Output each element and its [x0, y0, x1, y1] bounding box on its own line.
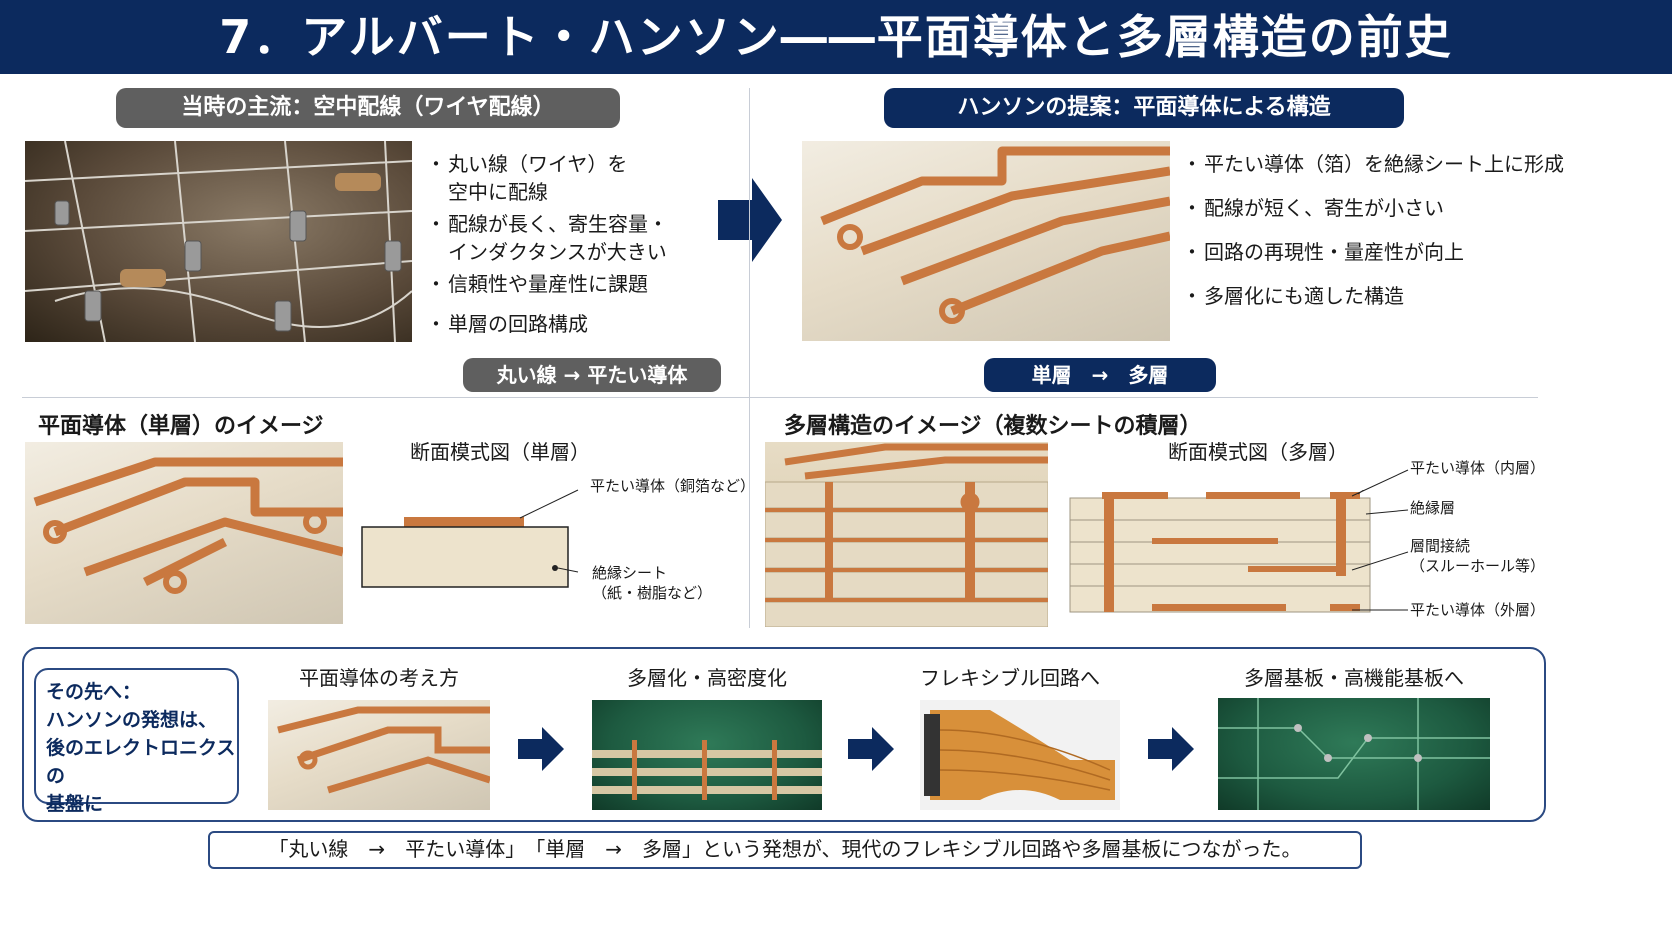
- label-single-insulator: 絶縁シート （紙・樹脂など）: [592, 564, 713, 602]
- arrow-right-icon: [718, 178, 782, 262]
- future-step-3-label: フレキシブル回路へ: [920, 666, 1100, 690]
- future-step-4-label: 多層基板・高機能基板へ: [1244, 666, 1464, 690]
- right-section-pill: ハンソンの提案：平面導体による構造: [884, 88, 1404, 128]
- right-bullet-2: 配線が短く、寄生が小さい: [1182, 194, 1444, 222]
- left-bullet-3: 信頼性や量産性に課題: [426, 270, 648, 298]
- right-bullet-3: 回路の再現性・量産性が向上: [1182, 238, 1464, 266]
- footer-text: 「丸い線 → 平たい導体」 「単層 → 多層」という発想が、現代のフレキシブル回…: [268, 837, 1302, 861]
- multi-layer-stack-illustration: [765, 443, 1048, 627]
- multi-layer-photo: [765, 442, 1048, 627]
- left-bullet-2: 配線が長く、寄生容量・ インダクタンスが大きい: [426, 210, 668, 266]
- arrow-right-icon: [1148, 727, 1194, 771]
- multi-leader-lines: [1351, 469, 1409, 611]
- arrow-right-icon: [518, 727, 564, 771]
- future-step-1-label: 平面導体の考え方: [299, 666, 459, 690]
- label-via: 層間接続 （スルーホール等）: [1410, 537, 1546, 575]
- wire-wiring-illustration: [25, 141, 412, 342]
- wire-wiring-photo: [25, 141, 412, 342]
- right-transition-pill: 単層 → 多層: [984, 358, 1216, 392]
- advanced-pcb-thumb: [1218, 698, 1490, 810]
- vertical-divider: [749, 88, 750, 628]
- multi-layer-title: 多層構造のイメージ（複数シートの積層）: [784, 414, 1202, 439]
- left-bullet-4: 単層の回路構成: [426, 310, 588, 338]
- multilayer-pcb-thumb: [592, 740, 822, 800]
- future-step-2-label: 多層化・高密度化: [627, 666, 787, 690]
- future-panel: [22, 647, 1546, 822]
- left-transition-pill: 丸い線 → 平たい導体: [463, 358, 721, 392]
- future-step-2-photo: [592, 700, 822, 810]
- future-step-3-photo: [920, 700, 1120, 810]
- single-layer-photo: [25, 442, 343, 624]
- planar-conductor-photo: [802, 141, 1170, 341]
- single-layer-trace-illustration: [33, 457, 343, 594]
- future-lead-box: [34, 668, 239, 804]
- single-insulator-block: [361, 526, 569, 588]
- planar-trace-illustration: [820, 146, 1170, 324]
- horizontal-divider: [22, 397, 1538, 398]
- single-layer-cross-section: [361, 489, 579, 588]
- single-layer-title: 平面導体（単層）のイメージ: [38, 414, 324, 439]
- label-outer-conductor: 平たい導体（外層）: [1410, 601, 1546, 619]
- label-multi-insulator: 絶縁層: [1410, 499, 1456, 517]
- multi-diagram-title: 断面模式図（多層）: [1168, 440, 1348, 464]
- left-section-pill: 当時の主流：空中配線（ワイヤ配線）: [116, 88, 620, 128]
- future-step-1-photo: [268, 700, 490, 810]
- label-single-conductor: 平たい導体（銅箔など）: [590, 477, 756, 495]
- page-title: 7．アルバート・ハンソン――平面導体と多層構造の前史: [219, 10, 1453, 64]
- right-bullet-1: 平たい導体（箔）を絶縁シート上に形成: [1182, 150, 1564, 178]
- right-bullet-4: 多層化にも適した構造: [1182, 282, 1404, 310]
- flex-circuit-thumb: [924, 710, 1115, 800]
- single-conductor-bar: [404, 517, 524, 527]
- multi-layer-cross-section: [1069, 490, 1371, 613]
- future-step-4-photo: [1218, 698, 1490, 810]
- future-lead-text: その先へ： ハンソンの発想は、 後のエレクトロニクスの 基盤に: [46, 681, 236, 815]
- single-diagram-title: 断面模式図（単層）: [410, 440, 590, 464]
- footer-box: [208, 831, 1362, 869]
- left-bullet-1: 丸い線（ワイヤ）を 空中に配線: [426, 150, 627, 206]
- planar-conductor-thumb: [277, 706, 490, 794]
- header-bar: [0, 0, 1672, 74]
- label-inner-conductor: 平たい導体（内層）: [1410, 459, 1546, 477]
- arrow-right-icon: [848, 727, 894, 771]
